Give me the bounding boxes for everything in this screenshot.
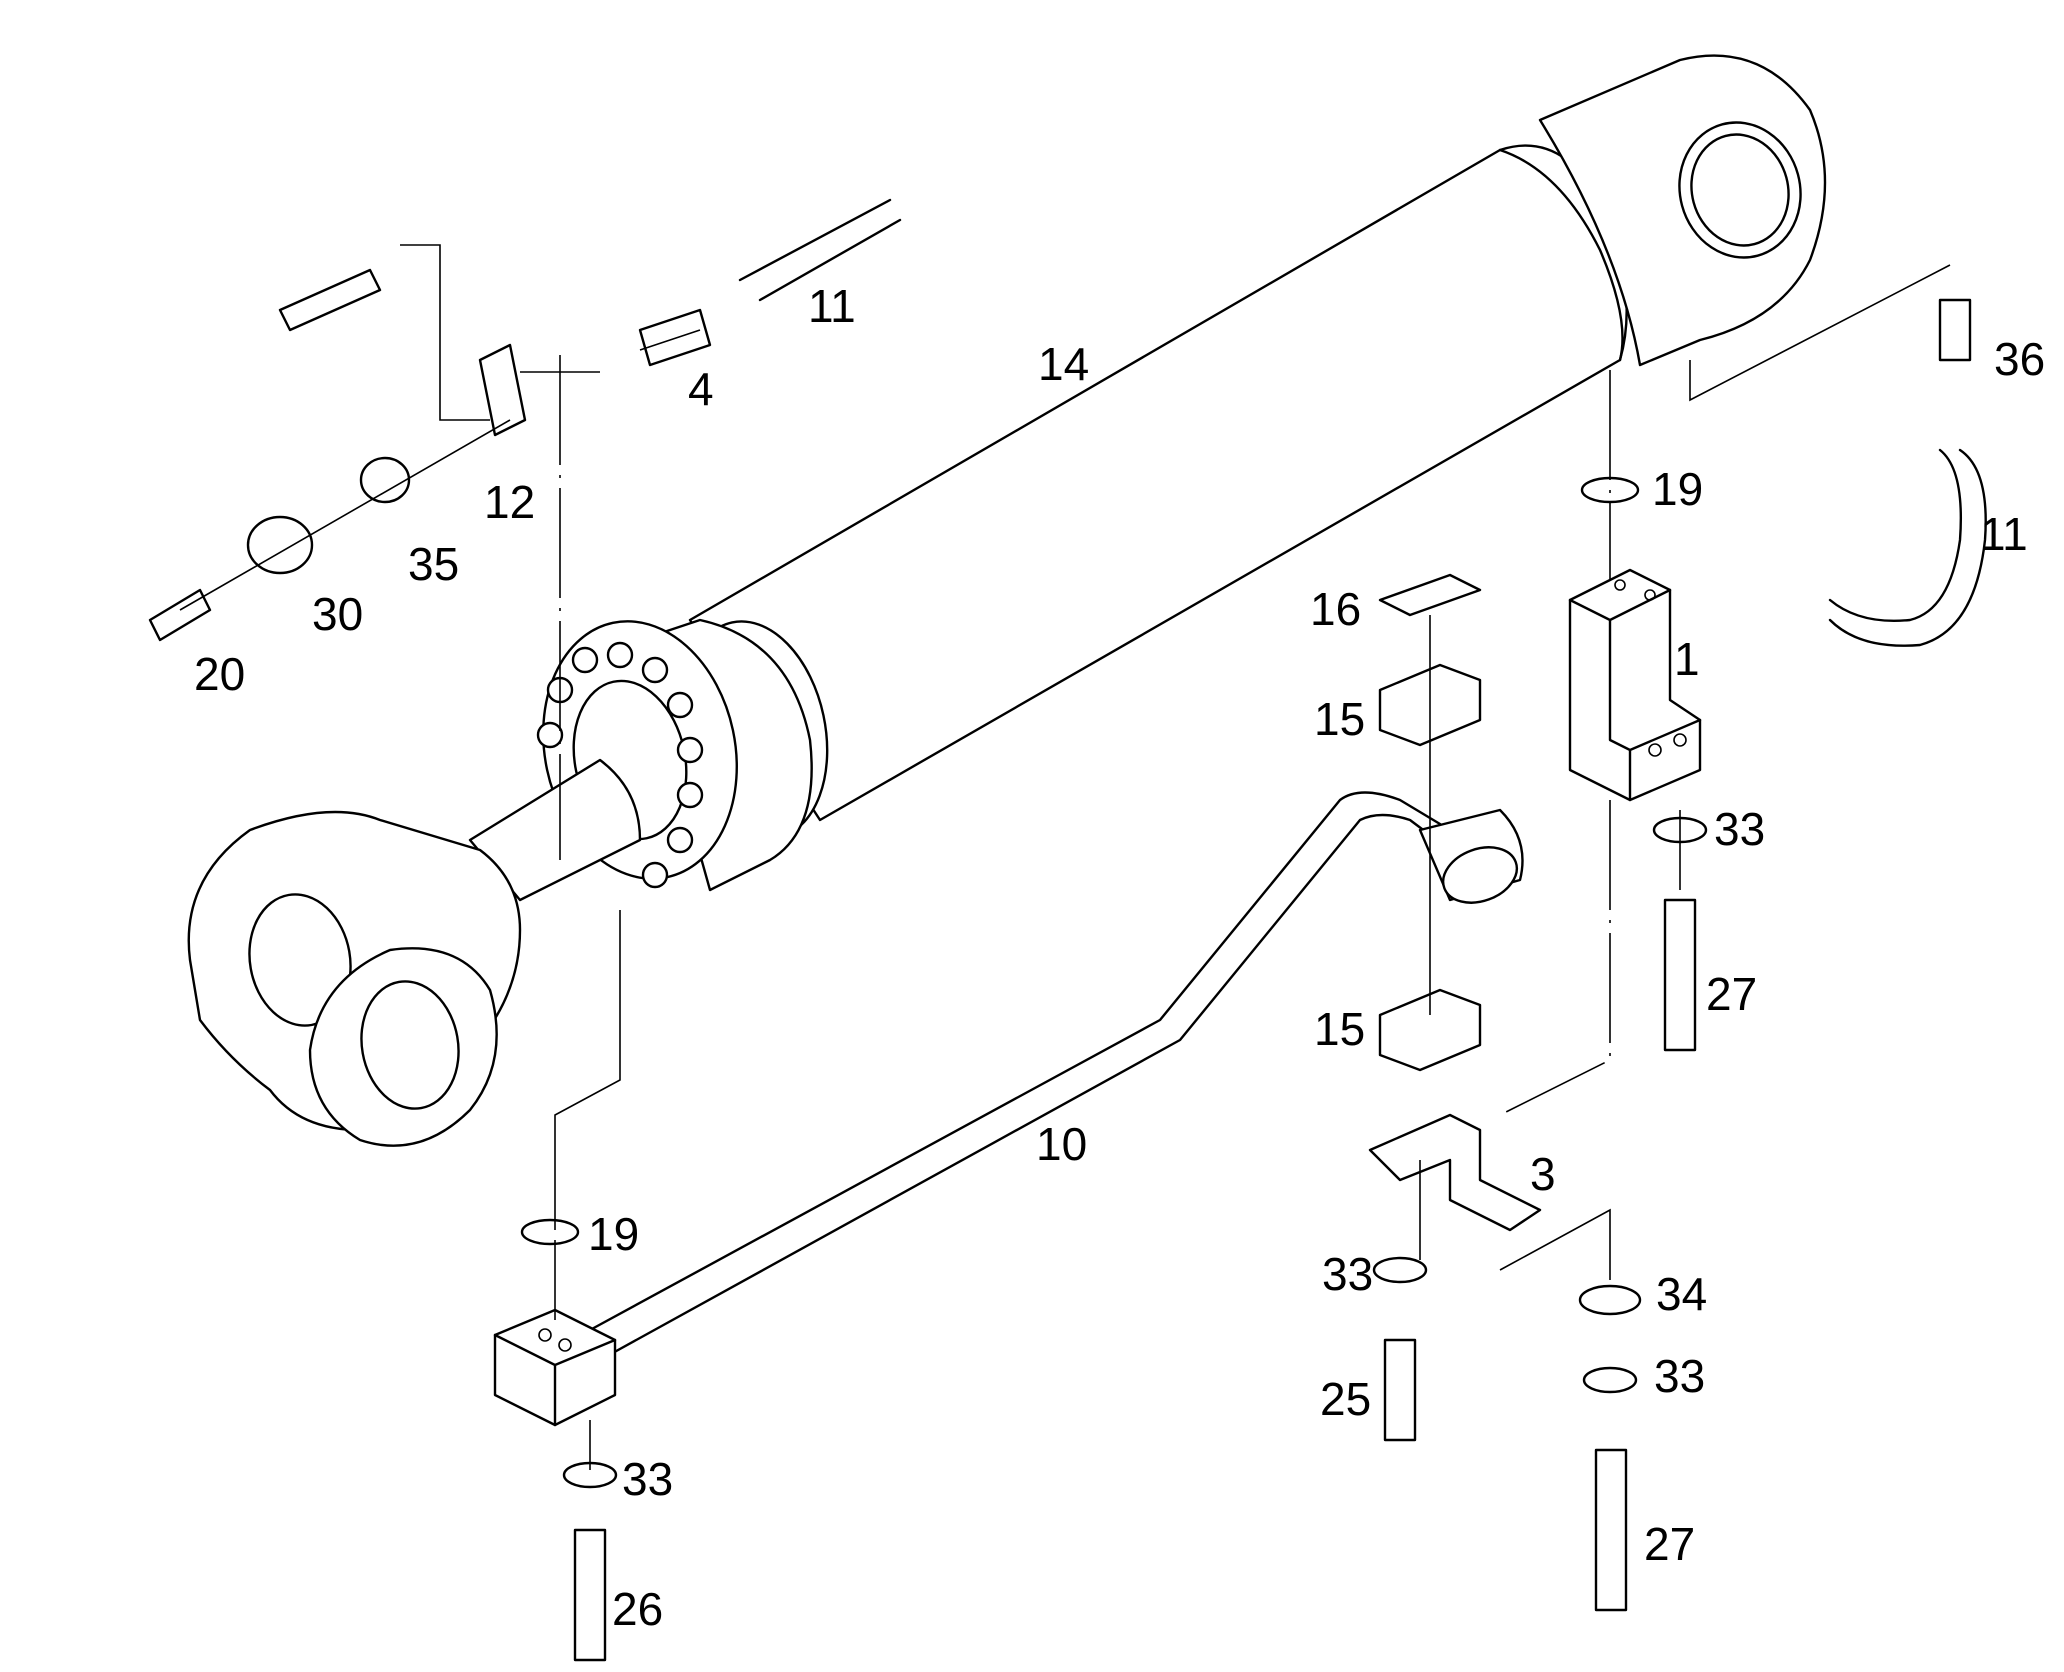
callout-33-lower: 33 xyxy=(622,1453,673,1505)
fasteners xyxy=(520,476,1708,1662)
callout-4: 4 xyxy=(688,363,714,415)
callout-14: 14 xyxy=(1038,338,1089,390)
cylinder-tube xyxy=(688,144,1628,822)
callout-10: 10 xyxy=(1036,1118,1087,1170)
hose-11-right xyxy=(1828,298,1987,647)
callout-11-upper: 11 xyxy=(808,280,856,332)
callout-30: 30 xyxy=(312,588,363,640)
cylinder-rear-eye xyxy=(1538,54,1827,367)
callout-33-upper: 33 xyxy=(1714,803,1765,855)
flange-bolts xyxy=(536,641,704,889)
callout-33-mid: 33 xyxy=(1322,1248,1373,1300)
callout-11-right: 11 xyxy=(1980,508,2028,560)
callout-34: 34 xyxy=(1656,1268,1707,1320)
pipe-10 xyxy=(588,791,1524,1362)
callout-20: 20 xyxy=(194,648,245,700)
callout-25: 25 xyxy=(1320,1373,1371,1425)
callout-15-lower: 15 xyxy=(1314,1003,1365,1055)
callout-1: 1 xyxy=(1674,633,1700,685)
callout-35: 35 xyxy=(408,538,459,590)
callout-36: 36 xyxy=(1994,333,2045,385)
callout-33-right: 33 xyxy=(1654,1350,1705,1402)
callout-19-lower: 19 xyxy=(588,1208,639,1260)
upper-left-fittings xyxy=(148,198,902,642)
piston-rod-fork xyxy=(187,758,642,1147)
clamp-parts xyxy=(1368,573,1542,1232)
callout-27-lower: 27 xyxy=(1644,1518,1695,1570)
callout-16: 16 xyxy=(1310,583,1361,635)
callout-labels: 14 11 4 12 35 30 20 36 19 11 16 1 15 33 … xyxy=(194,280,2045,1635)
callout-15-upper: 15 xyxy=(1314,693,1365,745)
callout-3: 3 xyxy=(1530,1148,1556,1200)
callout-19-upper: 19 xyxy=(1652,463,1703,515)
valve-block-1 xyxy=(1568,568,1702,802)
callout-12: 12 xyxy=(484,476,535,528)
leader-lines xyxy=(179,244,1951,1470)
callout-27-upper: 27 xyxy=(1706,968,1757,1020)
callout-26: 26 xyxy=(612,1583,663,1635)
